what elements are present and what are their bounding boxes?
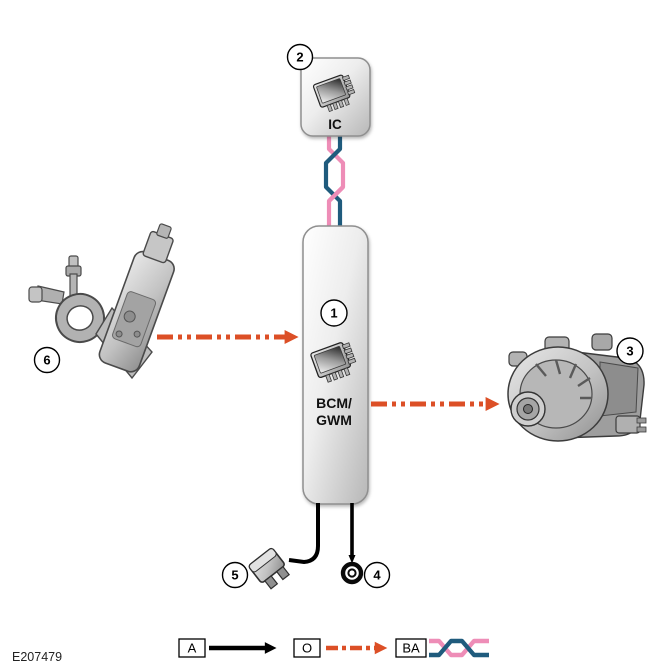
fuse-wire [288,503,320,565]
callout-badge-ground: 4 [363,561,391,589]
legend: A O BA [178,638,489,658]
fuse-icon [248,547,290,590]
callout-badge-ic: 2 [286,43,314,71]
ground-eyelet-icon [340,561,364,585]
callout-number-ic: 2 [296,50,303,65]
figure-code: E207479 [12,650,62,664]
callout-badge-fuse: 5 [221,561,249,589]
legend-twisted-pair-key: BA [402,641,420,656]
callout-number-fuse: 5 [231,568,238,583]
ic-module-label: IC [328,117,342,132]
battery-monitoring-sensor-icon [28,223,175,380]
ground-wire-tip [348,555,356,564]
callout-number-bcm: 1 [330,306,337,321]
generator-icon [507,333,647,442]
callout-number-battery-sensor: 6 [43,353,50,368]
legend-dash-dot-box [293,638,321,658]
legend-solid-key: A [188,641,197,656]
callout-badge-generator: 3 [616,337,644,365]
callout-number-ground: 4 [373,568,381,583]
legend-dash-dot-key: O [302,641,312,656]
callout-badge-battery-sensor: 6 [33,346,61,374]
bcm-label-line2: GWM [316,412,352,428]
twisted-pair-wire [323,136,346,226]
bcm-gwm-module: 1 BCM/ GWM [302,225,369,505]
legend-twisted-pair-symbol [429,638,489,658]
legend-solid-box [178,638,206,658]
ic-module: IC [300,57,371,137]
legend-twisted-pair-box [395,638,427,658]
bcm-label-line1: BCM/ [316,395,352,411]
callout-number-generator: 3 [626,344,633,359]
